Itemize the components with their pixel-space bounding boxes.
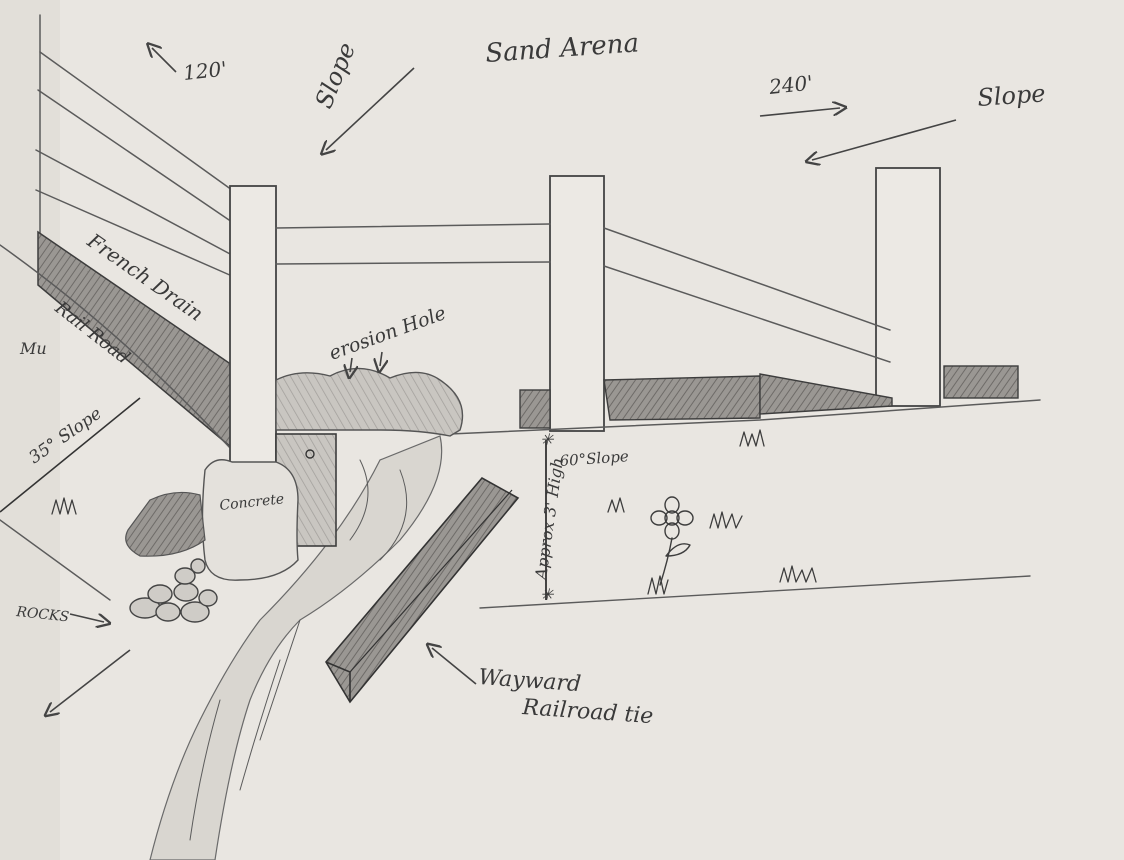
base-railroad-ties xyxy=(519,365,1019,429)
label-60-slope: 60°Slope xyxy=(559,447,629,470)
height-dimension: ✳ ✳ xyxy=(540,430,555,604)
svg-text:✳: ✳ xyxy=(540,585,555,604)
arrow-downhill xyxy=(50,649,131,712)
arrow-wayward xyxy=(432,648,477,685)
concrete-base xyxy=(201,459,299,581)
arrow-slope-right xyxy=(812,119,957,160)
fence-posts xyxy=(229,167,941,471)
label-120-ft: 120' xyxy=(182,57,228,85)
arrow-slope-left xyxy=(326,67,415,150)
erosion-channel xyxy=(149,435,443,860)
svg-text:✳: ✳ xyxy=(540,430,555,449)
arena-ground-line xyxy=(449,399,1041,435)
lower-ground-line xyxy=(479,575,1031,609)
lower-left-ground xyxy=(0,519,111,601)
grass-tufts xyxy=(51,429,817,595)
slope-35-dimension xyxy=(0,397,141,513)
fence-post-right xyxy=(875,167,941,407)
gravel-patch xyxy=(125,491,206,557)
label-grass-mark: Mu xyxy=(19,339,47,358)
label-rocks: ROCKS xyxy=(15,604,70,626)
left-fence xyxy=(35,14,233,277)
arrow-120 xyxy=(152,48,177,73)
fence-rails xyxy=(275,223,891,363)
arrow-240 xyxy=(759,108,840,117)
fence-post-middle xyxy=(549,175,605,432)
wayward-railroad-tie xyxy=(325,476,520,704)
arrow-rocks xyxy=(69,613,104,622)
erosion-hole xyxy=(275,367,464,437)
label-slope-right: Slope xyxy=(976,79,1046,112)
arrows xyxy=(50,48,957,712)
rock-pile xyxy=(129,558,218,623)
erosion-streaks xyxy=(189,459,408,841)
label-concrete: Concrete xyxy=(219,491,285,514)
arrow-erosion-2 xyxy=(380,351,382,366)
label-240-ft: 240' xyxy=(767,71,814,100)
left-slope-ground xyxy=(0,244,233,451)
paper-shadow xyxy=(0,0,60,860)
fence-post-left xyxy=(229,185,277,471)
arrow-erosion xyxy=(350,357,352,372)
